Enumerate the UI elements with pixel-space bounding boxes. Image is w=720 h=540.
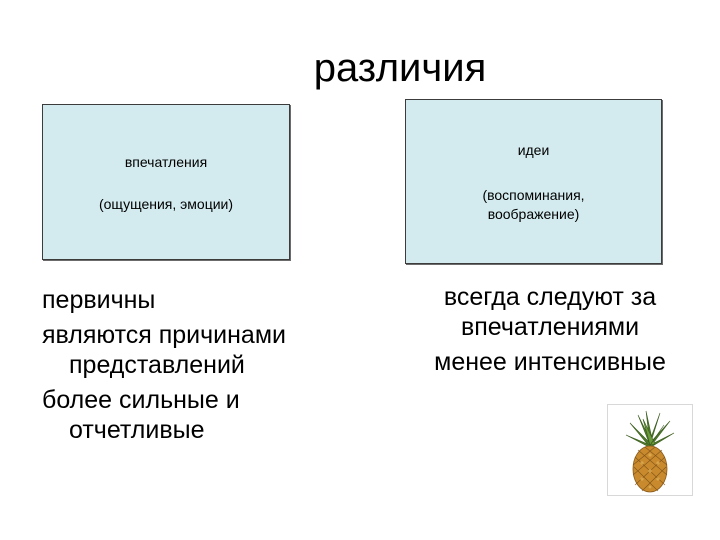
impressions-subtext: (ощущения, эмоции): [98, 196, 234, 212]
ideas-box: идеи (воспоминания, воображение): [405, 99, 662, 264]
impressions-box: впечатления (ощущения, эмоции): [42, 104, 290, 260]
list-item: более сильные и отчетливые: [42, 385, 342, 445]
list-item-text: первичны: [42, 286, 156, 314]
impressions-heading: впечатления: [124, 154, 208, 170]
ideas-subtext: (воспоминания, воображение): [406, 186, 661, 224]
list-item-continuation: впечатлениями: [460, 313, 640, 341]
list-item-text: более сильные и: [42, 386, 240, 414]
list-item: являются причинами представлений: [42, 320, 342, 380]
pineapple-icon: [625, 410, 675, 493]
list-item-text: менее интенсивные: [434, 348, 666, 376]
impressions-list: первичны являются причинами представлени…: [42, 285, 342, 450]
list-item: первичны: [42, 285, 342, 315]
list-item: всегда следуют за впечатлениями: [405, 282, 695, 342]
ideas-subtext-line2: воображение): [487, 206, 580, 222]
list-item-text: являются причинами: [42, 321, 286, 349]
ideas-list: всегда следуют за впечатлениями менее ин…: [405, 282, 695, 382]
list-item-continuation: представлений: [69, 351, 245, 379]
pineapple-image: [607, 404, 693, 496]
list-item: менее интенсивные: [405, 347, 695, 377]
list-item-text: всегда следуют за: [443, 283, 657, 311]
ideas-subtext-line1: (воспоминания,: [482, 187, 585, 203]
slide-title: различия: [313, 46, 487, 90]
list-item-continuation: отчетливые: [69, 416, 205, 444]
ideas-heading: идеи: [517, 142, 550, 158]
